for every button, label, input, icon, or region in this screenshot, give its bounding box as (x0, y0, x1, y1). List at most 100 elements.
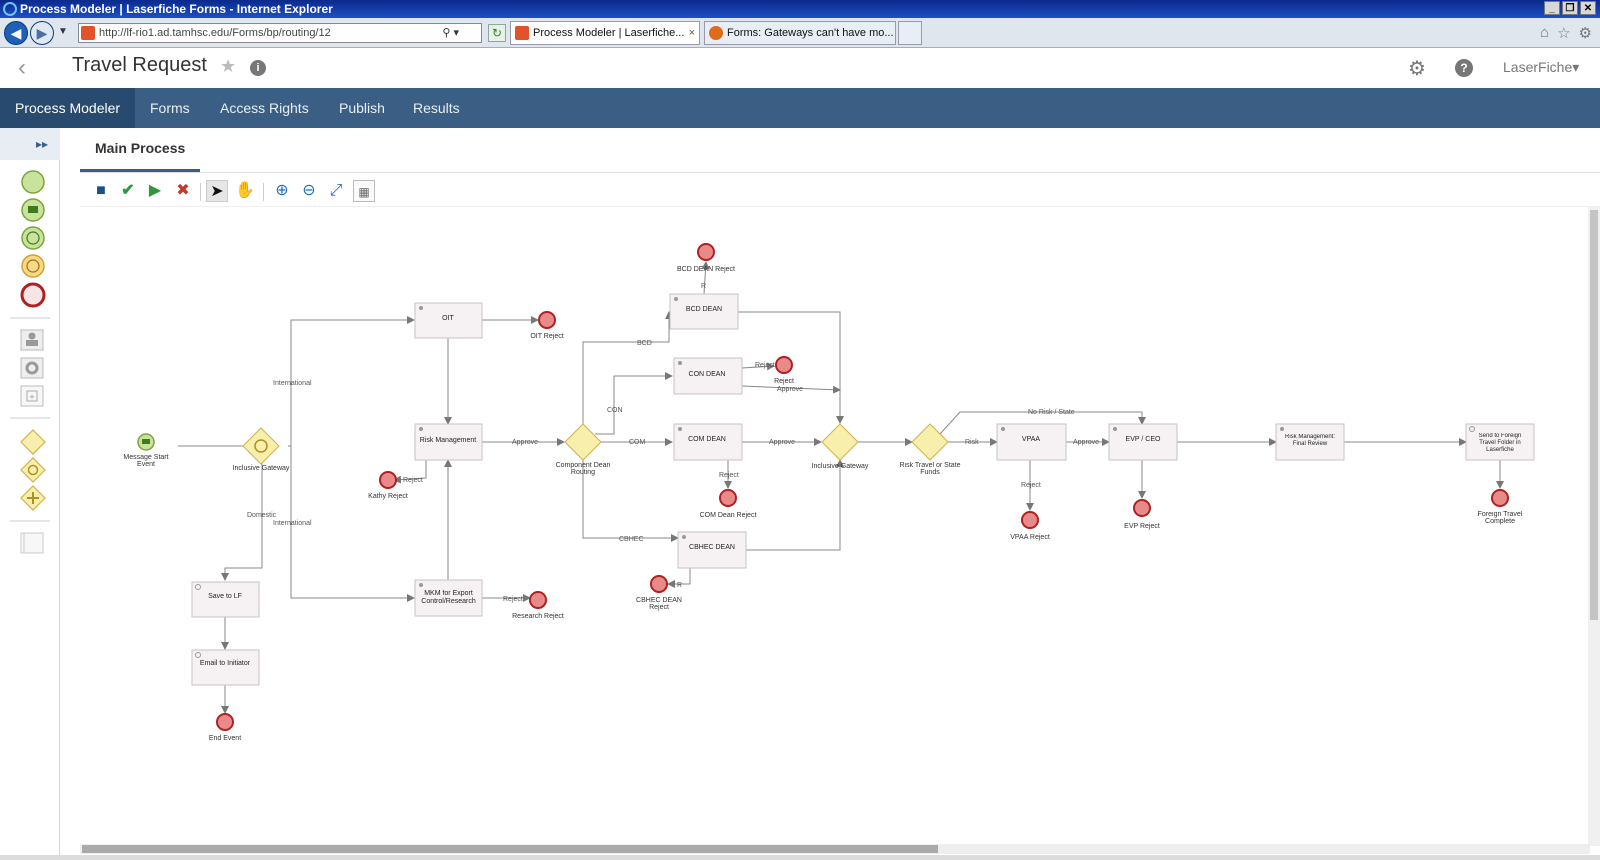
end-event-icon[interactable] (20, 282, 46, 308)
flow-cdr-to-bcd[interactable] (582, 311, 673, 426)
event-research-reject[interactable]: Research Reject (512, 591, 564, 620)
tab-close-icon[interactable]: × (688, 27, 695, 39)
flow-riskgw-to-evp[interactable] (939, 411, 1146, 435)
event-con-reject[interactable]: Reject (774, 356, 794, 385)
flow-gw1-to-save[interactable] (221, 458, 263, 581)
process-diagram: International International Domestic App… (116, 243, 1535, 742)
user-task-icon[interactable] (20, 329, 44, 351)
event-foreign-travel-complete[interactable]: Foreign Travel Complete (1470, 489, 1530, 529)
message-start-event-icon[interactable] (21, 198, 45, 222)
parallel-gateway-icon[interactable] (20, 485, 46, 511)
export-image-icon[interactable]: ▦ (353, 180, 375, 202)
flow-cdr-to-con[interactable] (595, 372, 673, 435)
gateway-risk-travel[interactable]: Risk Travel or State Funds (895, 423, 965, 480)
flow-con-to-reject[interactable] (741, 362, 775, 371)
flow-risk-to-kathy[interactable] (393, 460, 427, 484)
gateway-inclusive-2[interactable]: Inclusive Gateway (812, 423, 869, 470)
fit-screen-icon[interactable]: ⤢ (329, 182, 343, 199)
tab-process-modeler[interactable]: Process Modeler (0, 88, 136, 128)
timer-start-event-icon[interactable] (21, 226, 45, 250)
flow-con-to-gw2[interactable] (741, 385, 841, 394)
tools-icon[interactable]: ✖ (176, 182, 190, 199)
event-kathy-reject[interactable]: Kathy Reject (368, 471, 408, 500)
horizontal-scrollbar-thumb[interactable] (82, 845, 938, 853)
exclusive-gateway-icon[interactable] (20, 429, 46, 455)
flow-cbhec-to-gw2[interactable] (746, 459, 844, 551)
gateway-component-dean-routing[interactable]: Component Dean Routing (546, 423, 620, 480)
event-com-reject[interactable]: COM Dean Reject (700, 489, 757, 519)
user-menu[interactable]: LaserFiche▾ (1503, 59, 1580, 75)
task-cbhec-dean[interactable]: CBHEC DEAN (677, 531, 747, 569)
pan-hand-icon[interactable]: ✋ (235, 182, 255, 199)
event-evp-reject[interactable]: EVP Reject (1124, 499, 1160, 530)
favorites-star-icon[interactable]: ☆ (1557, 25, 1571, 42)
task-con-dean[interactable]: CON DEAN (673, 357, 743, 395)
task-mkm[interactable]: MKM for Export Control/Research (414, 579, 483, 617)
event-vpaa-reject[interactable]: VPAA Reject (1010, 511, 1050, 541)
info-icon[interactable]: i (250, 60, 266, 76)
event-bcd-reject[interactable]: BCD DEAN Reject (677, 243, 735, 273)
task-evp-ceo[interactable]: EVP / CEO (1108, 423, 1178, 461)
close-icon[interactable]: ✕ (1580, 1, 1596, 15)
flow-bcd-to-reject[interactable] (701, 261, 710, 295)
event-message-start[interactable]: Message Start Event (116, 433, 176, 472)
task-com-dean[interactable]: COM DEAN (673, 423, 743, 461)
timer-intermediate-event-icon[interactable] (21, 254, 45, 278)
vertical-scrollbar[interactable] (1588, 206, 1600, 846)
subprocess-icon[interactable]: + (20, 385, 44, 407)
zoom-out-icon[interactable]: ⊖ (302, 182, 316, 199)
pool-icon[interactable] (20, 532, 44, 554)
service-task-icon[interactable] (20, 357, 44, 379)
event-cbhec-reject[interactable]: CBHEC DEAN Reject (629, 575, 689, 615)
gateway-inclusive-1[interactable]: Inclusive Gateway (233, 427, 290, 472)
refresh-icon[interactable]: ↻ (488, 24, 506, 42)
browser-tab-2-label: Forms: Gateways can't have mo... (727, 27, 894, 39)
dropdown-icon[interactable]: ▼ (58, 26, 68, 37)
tab-main-process[interactable]: Main Process (80, 128, 200, 172)
task-bcd-dean[interactable]: BCD DEAN (669, 293, 739, 330)
task-risk-management[interactable]: Risk Management (414, 423, 483, 461)
restore-icon[interactable]: ❐ (1562, 1, 1578, 15)
tab-access-rights[interactable]: Access Rights (220, 100, 309, 116)
process-canvas[interactable]: International International Domestic App… (80, 208, 1590, 840)
task-email-to-initiator[interactable]: Email to Initiator (191, 649, 260, 686)
search-icon[interactable]: ⚲ ▾ (442, 27, 459, 39)
flow-gw1-to-mkm[interactable] (288, 445, 415, 602)
task-save-to-lf[interactable]: Save to LF (191, 581, 260, 618)
tab-results[interactable]: Results (413, 100, 460, 116)
minimize-icon[interactable]: _ (1544, 1, 1560, 15)
task-oit[interactable]: OIT (414, 302, 483, 339)
expand-palette-button[interactable]: ▸▸ (0, 128, 60, 160)
settings-gear-icon[interactable]: ⚙ (1578, 25, 1592, 42)
tab-publish[interactable]: Publish (339, 100, 385, 116)
run-icon[interactable]: ▶ (148, 182, 162, 199)
address-bar[interactable]: http://lf-rio1.ad.tamhsc.edu/Forms/bp/ro… (78, 23, 482, 43)
zoom-in-icon[interactable]: ⊕ (275, 182, 289, 199)
flow-label-international-bottom: International (273, 520, 312, 527)
event-oit-reject[interactable]: OIT Reject (530, 311, 564, 340)
forward-arrow-icon[interactable]: ▶ (30, 21, 54, 45)
horizontal-scrollbar[interactable] (80, 844, 1590, 854)
new-tab-button[interactable] (898, 21, 922, 45)
start-event-icon[interactable] (21, 170, 45, 194)
vertical-scrollbar-thumb[interactable] (1590, 210, 1598, 620)
tab-forms[interactable]: Forms (150, 100, 190, 116)
inclusive-gateway-icon[interactable] (20, 457, 46, 483)
validate-check-icon[interactable]: ✔ (121, 182, 135, 199)
gear-icon[interactable]: ⚙ (1408, 58, 1426, 80)
task-risk-management-final[interactable]: Risk Management: Final Review (1275, 423, 1345, 461)
flow-cdr-to-cbhec[interactable] (582, 458, 679, 542)
pointer-icon[interactable]: ➤ (206, 180, 228, 202)
star-icon[interactable]: ★ (220, 56, 237, 76)
flow-cbhec-to-reject[interactable] (667, 568, 691, 588)
back-chevron-icon[interactable]: ‹ (18, 54, 26, 81)
help-icon[interactable]: ? (1455, 59, 1473, 77)
browser-tab-1[interactable]: Process Modeler | Laserfiche... × (510, 21, 700, 45)
task-vpaa[interactable]: VPAA (996, 423, 1067, 461)
home-icon[interactable]: ⌂ (1540, 24, 1550, 41)
event-end[interactable]: End Event (209, 713, 241, 742)
task-send-to-foreign-travel[interactable]: Send to Foreign Travel Folder in Laserfi… (1465, 423, 1535, 461)
browser-tab-2[interactable]: Forms: Gateways can't have mo... (704, 21, 896, 45)
back-arrow-icon[interactable]: ◀ (4, 21, 28, 45)
save-icon[interactable]: ■ (96, 182, 106, 199)
